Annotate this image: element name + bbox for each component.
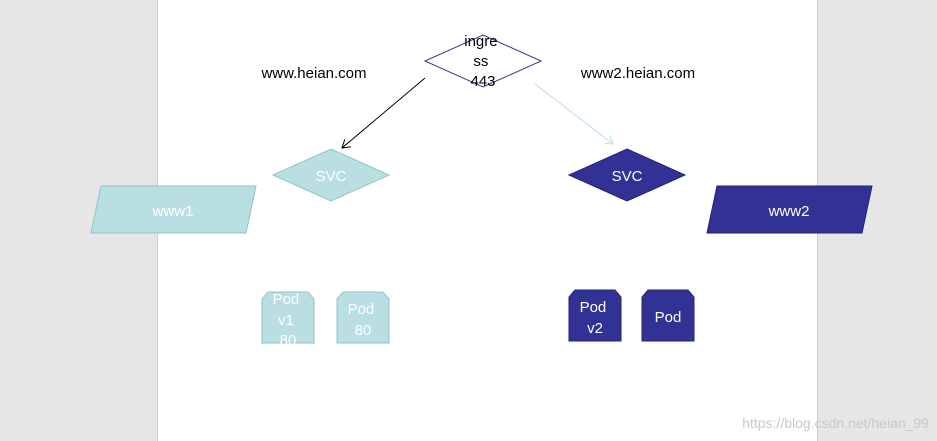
host-label-left: www.heian.com bbox=[260, 65, 366, 82]
pod-left-2-line-2: 80 bbox=[355, 322, 372, 339]
pod-node-right-1: Pod v2 bbox=[568, 289, 622, 342]
watermark-text: https://blog.csdn.net/heian_99 bbox=[742, 415, 929, 431]
deployment-node-left: www1 bbox=[90, 185, 257, 234]
ingress-node: ingre ss 443 bbox=[423, 33, 543, 90]
pod-right-1-line-1: Pod bbox=[580, 299, 607, 316]
ingress-line-2: ss bbox=[473, 53, 488, 70]
pod-right-2-line-1: Pod bbox=[655, 309, 682, 326]
svg-text:Pod v2: Pod v2 bbox=[580, 299, 611, 337]
deployment-label-left: www1 bbox=[152, 203, 194, 220]
svg-text:Pod 80: Pod 80 bbox=[348, 301, 379, 339]
pod-right-1-line-2: v2 bbox=[587, 320, 603, 337]
ingress-line-1: ingre bbox=[464, 33, 497, 50]
host-label-right: www2.heian.com bbox=[580, 65, 695, 82]
ingress-line-3: 443 bbox=[470, 73, 495, 90]
pod-left-1-line-2: v1 bbox=[278, 312, 294, 329]
pod-left-2-line-1: Pod bbox=[348, 301, 375, 318]
svc-label-left: SVC bbox=[316, 168, 347, 185]
pod-node-left-1: Pod v1 80 bbox=[261, 291, 315, 349]
arrow-ingress-to-right-svc bbox=[534, 83, 613, 144]
pod-node-left-2: Pod 80 bbox=[336, 291, 390, 344]
svc-label-right: SVC bbox=[612, 168, 643, 185]
deployment-label-right: www2 bbox=[768, 203, 810, 220]
pod-left-1-line-3: 80 bbox=[280, 332, 297, 349]
svc-node-right: SVC bbox=[567, 148, 687, 202]
deployment-node-right: www2 bbox=[706, 185, 873, 234]
svg-text:Pod v1 80: Pod v1 80 bbox=[273, 291, 304, 349]
svg-text:ingre ss 443: ingre ss 443 bbox=[464, 33, 502, 90]
pod-node-right-2: Pod bbox=[641, 289, 695, 342]
arrow-ingress-to-left-svc bbox=[342, 77, 426, 148]
svg-text:Pod: Pod bbox=[655, 309, 682, 326]
pod-left-1-line-1: Pod bbox=[273, 291, 300, 308]
svc-node-left: SVC bbox=[271, 148, 391, 202]
